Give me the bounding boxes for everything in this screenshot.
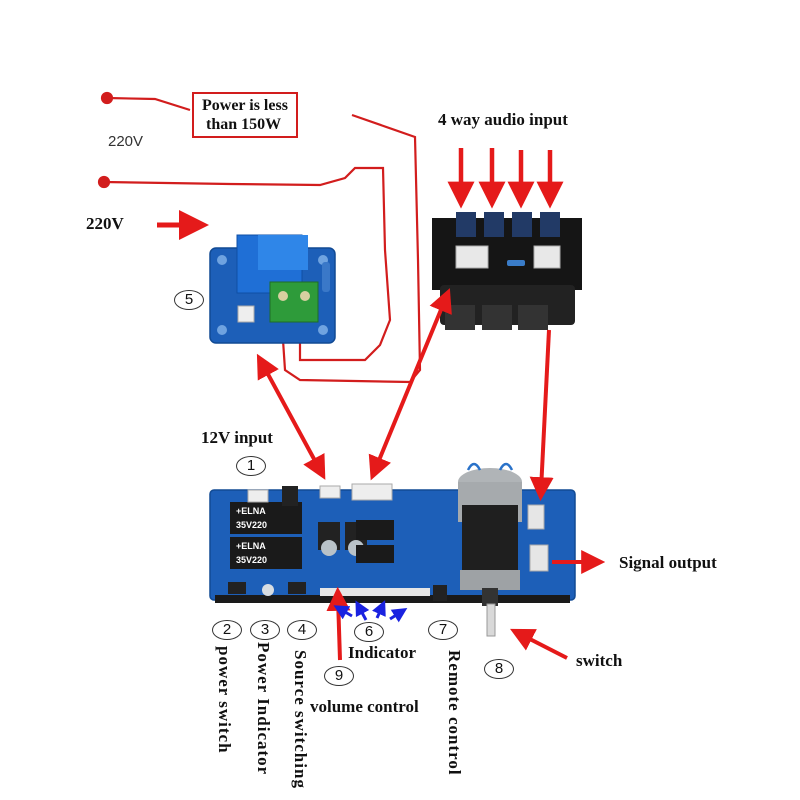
callout-2: 2	[212, 620, 242, 640]
source-button	[288, 582, 306, 594]
power-switch-label: power switch	[215, 646, 234, 754]
power-indicator-label: Power Indicator	[254, 642, 273, 776]
signal-output-label: Signal output	[619, 553, 717, 572]
arrow-switch	[510, 628, 568, 660]
callout-4: 4	[287, 620, 317, 640]
relay-board	[209, 234, 336, 344]
power-note-line1: Power is less	[202, 97, 288, 114]
callout-8: 8	[484, 659, 514, 679]
svg-text:+ELNA: +ELNA	[236, 506, 266, 516]
capacitor-1	[230, 502, 302, 534]
audio-jack-1	[456, 212, 476, 237]
potentiometer-shaft	[486, 603, 496, 637]
audio-out-connector-4pin	[455, 245, 489, 269]
svg-text:35V220: 35V220	[236, 555, 267, 565]
arrow-audio-to-board	[368, 288, 452, 481]
callout-7: 7	[428, 620, 458, 640]
power-switch-button	[228, 582, 246, 594]
12v-input-label: 12V input	[201, 428, 273, 447]
arrow-volume-control	[326, 586, 351, 661]
remote-control-label: Remote control	[445, 650, 464, 776]
12v-connector	[319, 485, 341, 499]
callout-3: 3	[250, 620, 280, 640]
audio-jack-4	[540, 212, 560, 237]
callout-9: 9	[324, 666, 354, 686]
indicator-label: Indicator	[348, 643, 416, 662]
ir-receiver	[433, 585, 447, 601]
volume-control-label: volume control	[310, 697, 419, 716]
callout-1: 1	[236, 456, 266, 476]
audio-jack-3	[512, 212, 532, 237]
callout-6: 6	[354, 622, 384, 642]
signal-output-connector	[529, 544, 549, 572]
audio-jack-2	[484, 212, 504, 237]
power-limit-note: Power is less than 150W	[192, 92, 298, 138]
capacitor-2	[230, 537, 302, 569]
power-led	[262, 584, 274, 596]
screw-terminal	[269, 281, 319, 323]
audio-out-connector	[533, 245, 561, 269]
audio-input-title: 4 way audio input	[438, 110, 568, 129]
svg-text:35V220: 35V220	[236, 520, 267, 530]
power-note-line2: than 150W	[206, 116, 282, 133]
svg-text:+ELNA: +ELNA	[236, 541, 266, 551]
wire-top-to-note	[106, 96, 191, 112]
mains-input-label: 220V	[86, 214, 124, 233]
output-connector-top	[527, 504, 545, 530]
arrow-relay-to-12v	[256, 353, 326, 480]
relay-power-connector	[237, 305, 255, 323]
switch-label: switch	[576, 651, 623, 670]
main-control-board: +ELNA 35V220 +ELNA 35V220	[209, 462, 576, 637]
indicator-pointers	[333, 600, 408, 623]
indicator-led-strip	[320, 588, 430, 596]
callout-5: 5	[174, 290, 204, 310]
potentiometer-body	[462, 505, 518, 575]
connection-arrows	[256, 288, 606, 661]
audio-input-arrows	[447, 148, 564, 209]
audio-input-board	[432, 212, 582, 330]
audio-input-connector	[351, 483, 393, 501]
source-switching-label: Source switching	[291, 650, 310, 789]
wire-bottom-to-relay	[103, 166, 392, 362]
arrow-audio-to-output	[529, 329, 554, 502]
mains-terminal-label: 220V	[108, 133, 144, 150]
dc-jack	[282, 486, 298, 506]
